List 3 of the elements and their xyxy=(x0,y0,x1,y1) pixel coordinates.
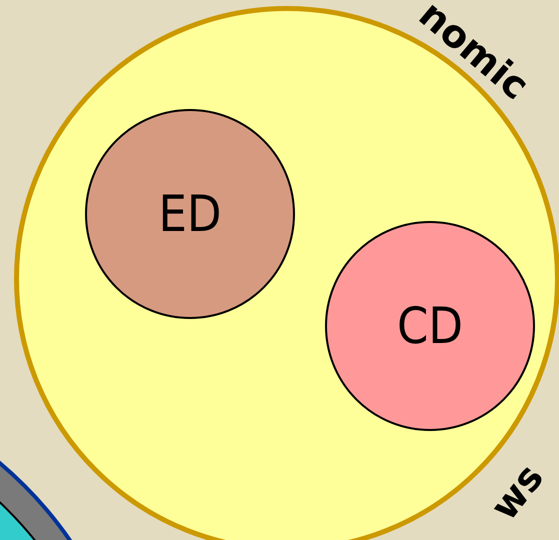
curved-caption-fragment: ws xyxy=(482,456,552,528)
circle-label: ED xyxy=(157,185,223,243)
circle-label: CD xyxy=(396,297,464,355)
